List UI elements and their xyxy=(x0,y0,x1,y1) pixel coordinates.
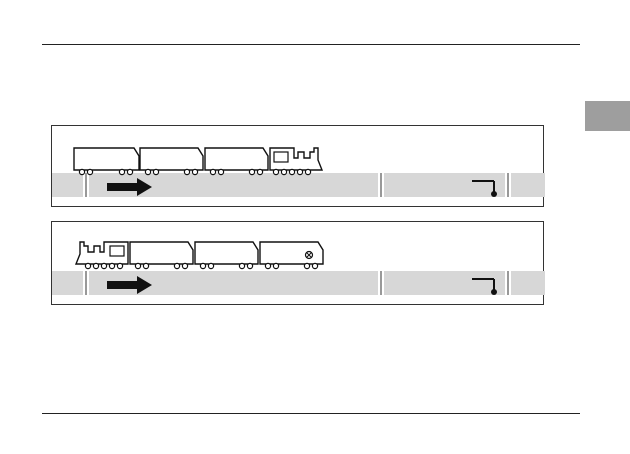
locomotive-icon xyxy=(76,242,128,269)
train-diagram-1-svg xyxy=(52,126,545,208)
train-diagram-2-svg xyxy=(52,222,545,306)
section-tab-marker xyxy=(585,101,630,131)
header-rule xyxy=(42,44,580,45)
wagon xyxy=(130,242,193,269)
wagon-marked xyxy=(260,242,323,269)
locomotive-icon xyxy=(270,148,322,175)
wagon xyxy=(140,148,203,175)
wagon xyxy=(205,148,268,175)
wagon xyxy=(74,148,139,175)
train-diagram-panel-2 xyxy=(51,221,544,305)
marker-cross-icon xyxy=(306,252,313,259)
train-diagram-panel-1 xyxy=(51,125,544,207)
footer-rule xyxy=(42,413,580,414)
wagon xyxy=(195,242,258,269)
